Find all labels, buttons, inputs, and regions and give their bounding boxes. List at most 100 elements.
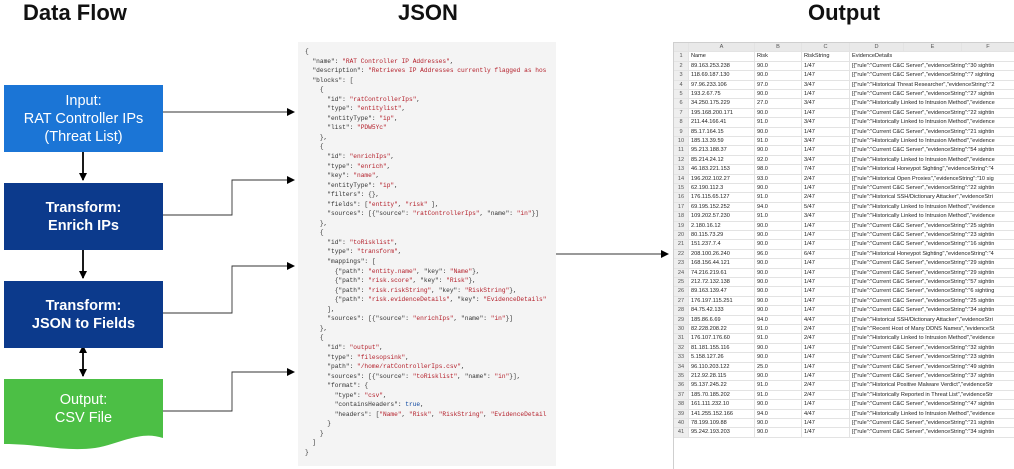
table-cell[interactable]: [{"rule":"Current C&C Server","evidenceS… xyxy=(850,90,1014,100)
table-cell[interactable]: 91.0 xyxy=(755,193,802,203)
table-cell[interactable]: 90.0 xyxy=(755,400,802,410)
table-cell[interactable]: 90.0 xyxy=(755,231,802,241)
row-number[interactable]: 22 xyxy=(674,249,689,260)
table-cell[interactable]: 1/47 xyxy=(802,221,850,231)
table-cell[interactable]: [{"rule":"Historical SSH/Dictionary Atta… xyxy=(850,316,1014,325)
table-cell[interactable]: 74.216.219.61 xyxy=(689,268,755,278)
table-cell[interactable]: [{"rule":"Current C&C Server","evidenceS… xyxy=(850,297,1014,307)
row-number[interactable]: 14 xyxy=(674,174,689,184)
table-cell[interactable]: 90.0 xyxy=(755,71,802,81)
sheet-corner-cell[interactable] xyxy=(674,43,689,53)
sheet-column-header[interactable]: C xyxy=(802,43,850,53)
row-number[interactable]: 21 xyxy=(674,240,689,250)
table-cell[interactable]: 109.202.57.230 xyxy=(689,212,755,222)
table-cell[interactable]: 1/47 xyxy=(802,146,850,156)
table-cell[interactable]: 1/47 xyxy=(802,400,850,410)
table-cell[interactable]: 1/47 xyxy=(802,127,850,137)
table-cell[interactable]: 90.0 xyxy=(755,296,802,307)
table-cell[interactable]: [{"rule":"Historically Linked to Intrusi… xyxy=(850,410,1014,419)
table-cell[interactable]: 91.0 xyxy=(755,334,802,344)
table-cell[interactable]: 90.0 xyxy=(755,287,802,297)
table-cell[interactable]: [{"rule":"Current C&C Server","evidenceS… xyxy=(850,419,1014,429)
table-cell[interactable]: [{"rule":"Current C&C Server","evidenceS… xyxy=(850,259,1014,269)
table-cell[interactable]: 2.180.16.12 xyxy=(689,221,755,231)
table-cell[interactable]: [{"rule":"Current C&C Server","evidenceS… xyxy=(850,363,1014,372)
table-cell[interactable]: 3/47 xyxy=(802,118,850,128)
table-cell[interactable]: 6/47 xyxy=(802,249,850,260)
table-cell[interactable]: 89.163.253.238 xyxy=(689,61,755,72)
row-number[interactable]: 20 xyxy=(674,231,689,241)
table-cell[interactable]: 211.44.166.41 xyxy=(689,118,755,128)
table-cell[interactable]: [{"rule":"Recent Host of Many DDNS Names… xyxy=(850,325,1014,335)
row-number[interactable]: 26 xyxy=(674,287,689,297)
row-number[interactable]: 41 xyxy=(674,428,689,438)
table-cell[interactable]: 1/47 xyxy=(802,184,850,194)
table-cell[interactable]: 3/47 xyxy=(802,155,850,166)
table-cell[interactable]: [{"rule":"Historical Threat Researcher",… xyxy=(850,81,1014,90)
table-cell[interactable]: [{"rule":"Current C&C Server","evidenceS… xyxy=(850,128,1014,137)
table-cell[interactable]: 91.0 xyxy=(755,390,802,401)
table-cell[interactable]: 1/47 xyxy=(802,362,850,372)
row-number[interactable]: 4 xyxy=(674,80,689,90)
row-number[interactable]: 39 xyxy=(674,409,689,419)
table-cell[interactable]: [{"rule":"Current C&C Server","evidenceS… xyxy=(850,428,1014,438)
table-cell[interactable]: 1/47 xyxy=(802,343,850,354)
table-cell[interactable]: 93.0 xyxy=(755,174,802,184)
table-cell[interactable]: 1/47 xyxy=(802,353,850,363)
table-cell[interactable]: 1/47 xyxy=(802,231,850,241)
row-number[interactable]: 28 xyxy=(674,306,689,316)
table-cell[interactable]: 141.255.152.166 xyxy=(689,409,755,419)
row-number[interactable]: 5 xyxy=(674,90,689,100)
table-cell[interactable]: 90.0 xyxy=(755,278,802,288)
table-cell[interactable]: [{"rule":"Historically Linked to Intrusi… xyxy=(850,203,1014,213)
row-number[interactable]: 23 xyxy=(674,259,689,269)
table-cell[interactable]: 91.0 xyxy=(755,118,802,128)
table-cell[interactable]: 185.70.185.202 xyxy=(689,390,755,401)
table-cell[interactable]: 90.0 xyxy=(755,240,802,250)
table-cell[interactable]: [{"rule":"Current C&C Server","evidenceS… xyxy=(850,231,1014,241)
table-cell[interactable]: 90.0 xyxy=(755,428,802,438)
row-number[interactable]: 1 xyxy=(674,52,689,62)
table-cell[interactable]: 90.0 xyxy=(755,146,802,156)
row-number[interactable]: 2 xyxy=(674,61,689,72)
table-cell[interactable]: 3/47 xyxy=(802,137,850,147)
table-cell[interactable]: 176.197.115.251 xyxy=(689,296,755,307)
table-cell[interactable]: 80.115.73.29 xyxy=(689,231,755,241)
table-cell[interactable]: 212.92.28.115 xyxy=(689,372,755,382)
table-cell[interactable]: 3/47 xyxy=(802,99,850,109)
table-cell[interactable]: 1/47 xyxy=(802,306,850,316)
table-cell[interactable]: 94.0 xyxy=(755,409,802,419)
table-cell[interactable]: 7/47 xyxy=(802,165,850,175)
table-cell[interactable]: 90.0 xyxy=(755,343,802,354)
table-cell[interactable]: 1/47 xyxy=(802,296,850,307)
table-cell[interactable]: 91.0 xyxy=(755,212,802,222)
sheet-field-header[interactable]: Risk xyxy=(755,52,802,62)
table-cell[interactable]: 1/47 xyxy=(802,259,850,269)
table-cell[interactable]: [{"rule":"Current C&C Server","evidenceS… xyxy=(850,278,1014,288)
table-cell[interactable]: [{"rule":"Current C&C Server","evidenceS… xyxy=(850,306,1014,316)
table-cell[interactable]: 91.0 xyxy=(755,325,802,335)
table-cell[interactable]: 90.0 xyxy=(755,268,802,278)
table-cell[interactable]: 5/47 xyxy=(802,202,850,213)
table-cell[interactable]: 208.100.26.240 xyxy=(689,249,755,260)
row-number[interactable]: 11 xyxy=(674,146,689,156)
table-cell[interactable]: 96.0 xyxy=(755,249,802,260)
table-cell[interactable]: 185.13.39.59 xyxy=(689,137,755,147)
table-cell[interactable]: 46.183.221.153 xyxy=(689,165,755,175)
table-cell[interactable]: 78.199.109.88 xyxy=(689,419,755,429)
table-cell[interactable]: 95.137.245.22 xyxy=(689,381,755,391)
table-cell[interactable]: 1/47 xyxy=(802,71,850,81)
table-cell[interactable]: 69.195.152.252 xyxy=(689,202,755,213)
table-cell[interactable]: [{"rule":"Historical Honeypot Sighting",… xyxy=(850,165,1014,175)
table-cell[interactable]: 1/47 xyxy=(802,278,850,288)
table-cell[interactable]: 1/47 xyxy=(802,108,850,119)
row-number[interactable]: 17 xyxy=(674,202,689,213)
table-cell[interactable]: 4/47 xyxy=(802,409,850,419)
table-cell[interactable]: [{"rule":"Historically Linked to Intrusi… xyxy=(850,156,1014,166)
table-cell[interactable]: [{"rule":"Historically Linked to Intrusi… xyxy=(850,118,1014,128)
table-cell[interactable]: 92.0 xyxy=(755,155,802,166)
table-cell[interactable]: 185.86.6.69 xyxy=(689,315,755,325)
table-cell[interactable]: 1/47 xyxy=(802,268,850,278)
table-cell[interactable]: 90.0 xyxy=(755,353,802,363)
table-cell[interactable]: 1/47 xyxy=(802,90,850,100)
